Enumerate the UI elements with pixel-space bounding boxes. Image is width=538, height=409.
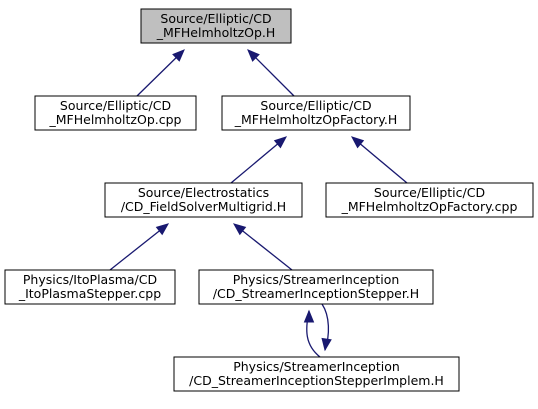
node-label-line: /CD_StreamerInceptionStepper.H	[213, 286, 419, 301]
node-root[interactable]: Source/Elliptic/CD_MFHelmholtzOp.H	[140, 8, 292, 44]
edge-line	[241, 229, 293, 271]
node-label-line: _MFHelmholtzOp.H	[156, 25, 276, 40]
node-label-line: Source/Elliptic/CD	[60, 98, 171, 113]
edge-factory_cpp-to-factory_h	[350, 136, 408, 184]
node-factory-h[interactable]: Source/Elliptic/CD_MFHelmholtzOpFactory.…	[221, 95, 411, 131]
edge-line	[254, 56, 295, 97]
nodes-layer: Source/Elliptic/CD_MFHelmholtzOp.HSource…	[4, 8, 534, 392]
node-fieldsolver-h[interactable]: Source/Electrostatics/CD_FieldSolverMult…	[104, 182, 303, 218]
edge-arrowhead	[273, 136, 288, 149]
node-label-line: Source/Elliptic/CD	[260, 98, 371, 113]
edge-streamer_h-to-streamer_implem_h	[321, 303, 332, 352]
edge-arrowhead	[321, 337, 332, 352]
node-factory-cpp[interactable]: Source/Elliptic/CD_MFHelmholtzOpFactory.…	[325, 182, 534, 218]
node-box	[198, 269, 434, 305]
node-label-line: Physics/StreamerInception	[233, 272, 400, 287]
edge-arrowhead	[172, 49, 185, 62]
node-label-line: Physics/StreamerInception	[233, 359, 400, 374]
node-box	[173, 356, 460, 392]
node-box	[4, 269, 176, 305]
node-label-line: /CD_StreamerInceptionStepperImplem.H	[189, 373, 444, 388]
node-box	[104, 182, 303, 218]
node-label-line: Source/Elliptic/CD	[374, 185, 485, 200]
node-label-line: Physics/ItoPlasma/CD	[23, 272, 157, 287]
edge-arrowhead	[303, 309, 315, 323]
node-itoplasma-cpp[interactable]: Physics/ItoPlasma/CD_ItoPlasmaStepper.cp…	[4, 269, 176, 305]
edge-arrowhead	[155, 223, 170, 236]
edge-line	[230, 142, 279, 184]
node-box	[325, 182, 534, 218]
node-label-line: _ItoPlasmaStepper.cpp	[18, 286, 161, 301]
edge-line	[109, 229, 161, 271]
node-box	[34, 95, 197, 131]
edge-fieldsolver_h-to-factory_h	[230, 136, 288, 184]
edge-op_cpp-to-root	[136, 49, 185, 97]
node-label-line: _MFHelmholtzOpFactory.H	[234, 112, 398, 127]
node-box	[140, 8, 292, 44]
edge-streamer_implem_h-to-streamer_h	[303, 309, 321, 358]
edge-arrowhead	[232, 223, 247, 236]
node-label-line: _MFHelmholtzOp.cpp	[49, 112, 182, 127]
edge-factory_h-to-root	[247, 49, 295, 97]
edge-streamer_h-to-fieldsolver_h	[232, 223, 293, 271]
edge-line	[359, 142, 408, 184]
edge-line	[136, 56, 178, 97]
node-label-line: Source/Elliptic/CD	[160, 11, 271, 26]
edge-arrowhead	[350, 136, 365, 149]
edges-layer	[109, 49, 408, 358]
node-label-line: /CD_FieldSolverMultigrid.H	[121, 199, 286, 214]
node-streamer-h[interactable]: Physics/StreamerInception/CD_StreamerInc…	[198, 269, 434, 305]
node-streamer-implem-h[interactable]: Physics/StreamerInception/CD_StreamerInc…	[173, 356, 460, 392]
node-box	[221, 95, 411, 131]
edge-itoplasma_cpp-to-fieldsolver_h	[109, 223, 170, 271]
node-label-line: Source/Electrostatics	[138, 185, 269, 200]
node-op-cpp[interactable]: Source/Elliptic/CD_MFHelmholtzOp.cpp	[34, 95, 197, 131]
edge-arrowhead	[247, 49, 260, 62]
node-label-line: _MFHelmholtzOpFactory.cpp	[341, 199, 518, 214]
